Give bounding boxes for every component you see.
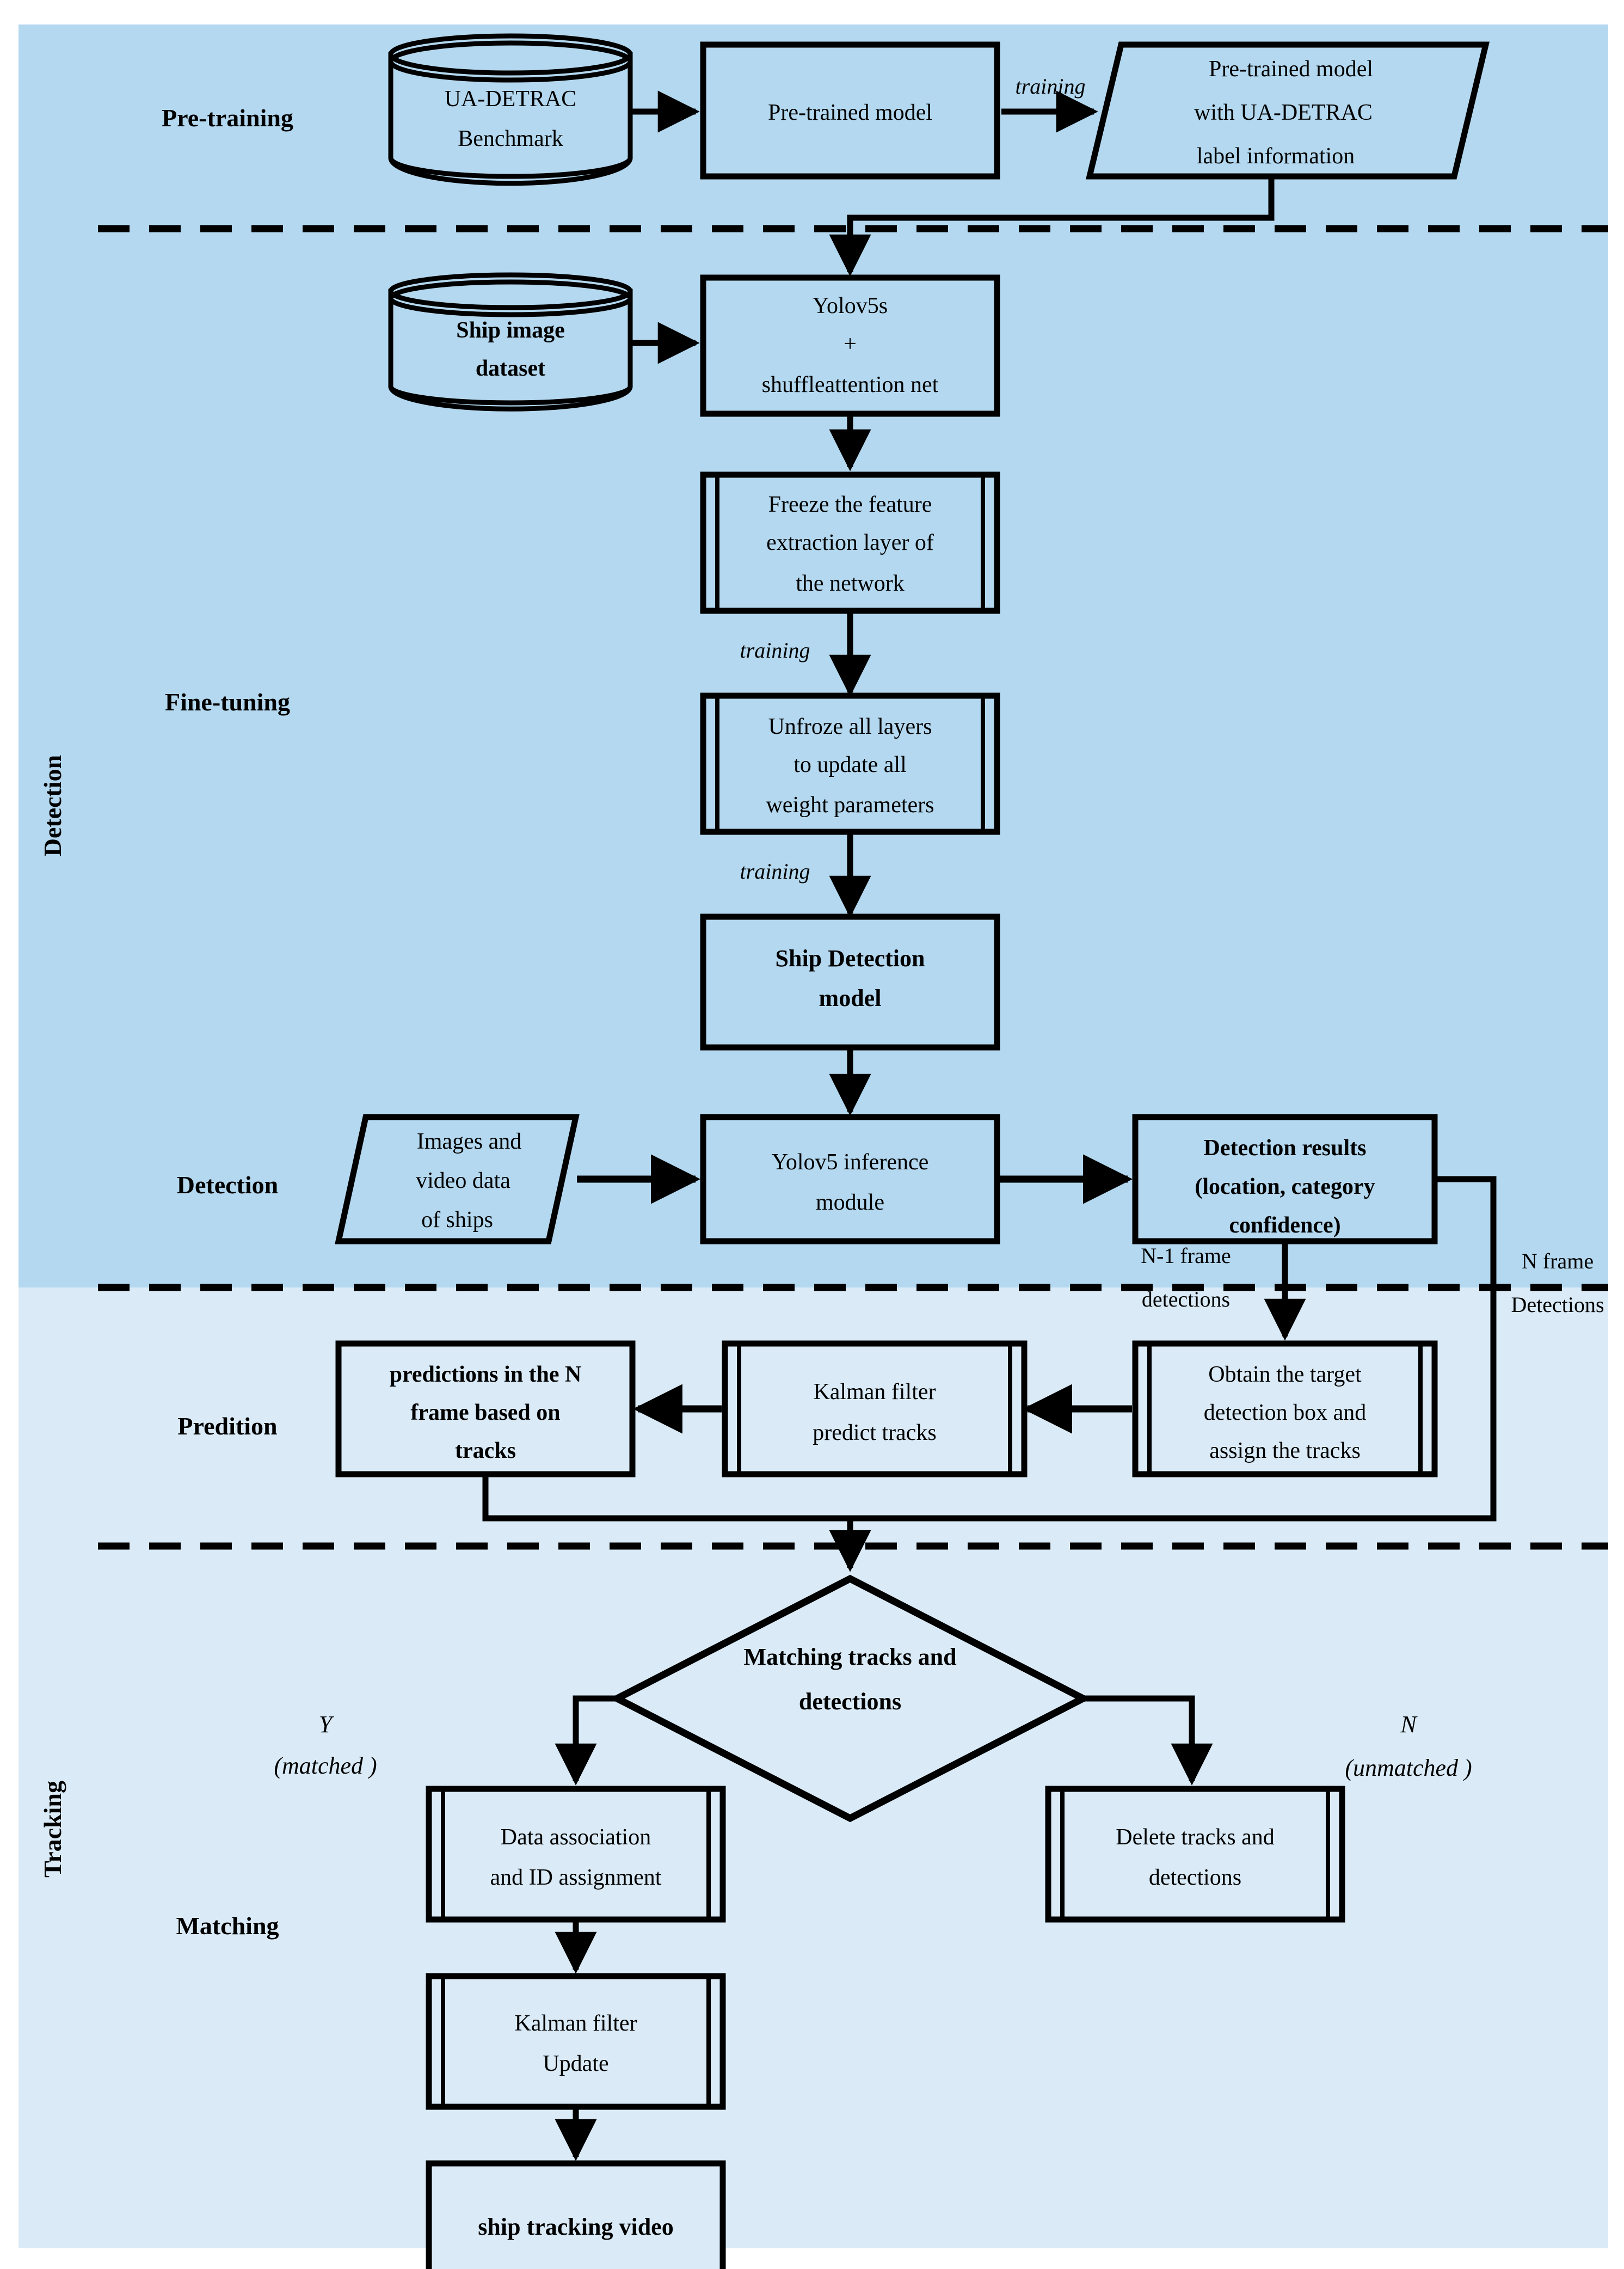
detection-panel (19, 24, 1608, 1287)
node-images-video-of-ships: Images and video data of ships (335, 1114, 580, 1244)
yolov5s-line2: + (844, 332, 857, 357)
node-ship-image-dataset: Ship image dataset (388, 272, 633, 412)
node-pretrained-with-labels: Pre-trained model with UA-DETRAC label i… (1086, 41, 1490, 180)
edge-label-training-2: training (740, 638, 810, 663)
ua-detrac-line2: Benchmark (458, 126, 563, 151)
node-freeze-feature-layer: Freeze the feature extraction layer of t… (700, 471, 1000, 614)
ship-detection-model-line1: Ship Detection (776, 945, 925, 972)
edge-label-n-1-frame: N-1 frame (1141, 1243, 1231, 1268)
freeze-line3: the network (796, 571, 904, 596)
ship-tracking-video-label: ship tracking video (478, 2213, 673, 2240)
detection-results-line1: Detection results (1204, 1136, 1367, 1161)
kalman-update-line1: Kalman filter (514, 2011, 637, 2036)
yolov5s-line1: Yolov5s (813, 293, 888, 318)
stage-label-prediction: Predition (177, 1412, 277, 1440)
unfroze-line2: to update all (793, 752, 907, 777)
side-label-tracking: Tracking (39, 1781, 66, 1878)
kalman-update-line2: Update (543, 2051, 608, 2076)
edge-label-n-1-detections: detections (1142, 1287, 1230, 1311)
side-label-detection: Detection (39, 755, 66, 856)
edge-label-y: Y (319, 1711, 335, 1738)
freeze-line1: Freeze the feature (768, 492, 932, 517)
images-video-line1: Images and (417, 1129, 521, 1154)
node-unfroze-all-layers: Unfroze all layers to update all weight … (700, 692, 1000, 835)
node-yolov5-inference-module: Yolov5 inference module (700, 1114, 1000, 1244)
node-yolov5s-shuffleattention: Yolov5s + shuffleattention net (700, 274, 1000, 417)
inference-line2: module (816, 1190, 884, 1215)
node-ship-detection-model: Ship Detection model (700, 913, 1000, 1051)
node-ship-tracking-video: ship tracking video (426, 2160, 726, 2269)
node-detection-results: Detection results (location, category co… (1132, 1114, 1438, 1244)
node-kalman-filter-update: Kalman filter Update (426, 1973, 726, 2110)
obtain-box-line2: detection box and (1204, 1400, 1367, 1425)
freeze-line2: extraction layer of (766, 530, 934, 555)
node-data-association: Data association and ID assignment (426, 1786, 726, 1923)
ship-dataset-line2: dataset (476, 356, 545, 381)
stage-label-detection-stage: Detection (177, 1171, 278, 1199)
delete-tracks-line2: detections (1149, 1865, 1241, 1890)
unfroze-line3: weight parameters (766, 793, 934, 818)
edge-labeled-to-yolov5s (829, 176, 1275, 277)
obtain-box-line3: assign the tracks (1209, 1438, 1361, 1463)
edge-label-n: N (1400, 1711, 1418, 1738)
node-predictions-n-frame: predictions in the N frame based on trac… (335, 1340, 636, 1477)
unfroze-line1: Unfroze all layers (768, 714, 932, 739)
edge-label-training-3: training (740, 859, 810, 884)
detection-results-line3: confidence) (1229, 1213, 1340, 1238)
stage-label-fine-tuning: Fine-tuning (165, 688, 290, 716)
node-pre-trained-model: Pre-trained model (700, 41, 1000, 180)
stage-label-pre-training: Pre-training (162, 104, 293, 132)
predictions-line1: predictions in the N (390, 1362, 582, 1387)
images-video-line2: video data (416, 1168, 510, 1193)
edge-label-matched: (matched ) (274, 1752, 377, 1779)
stage-label-matching: Matching (176, 1912, 279, 1940)
detection-results-line2: (location, category (1195, 1174, 1375, 1199)
delete-tracks-line1: Delete tracks and (1116, 1825, 1275, 1850)
obtain-box-line1: Obtain the target (1208, 1362, 1362, 1387)
kalman-predict-line2: predict tracks (813, 1420, 936, 1445)
data-association-line2: and ID assignment (490, 1865, 662, 1890)
predictions-line3: tracks (455, 1438, 516, 1463)
edge-label-unmatched: (unmatched ) (1345, 1755, 1472, 1781)
node-delete-tracks: Delete tracks and detections (1045, 1786, 1345, 1923)
kalman-predict-line1: Kalman filter (813, 1379, 936, 1405)
pretrained-labeled-line1: Pre-trained model (1209, 57, 1373, 82)
pretrained-labeled-line2: with UA-DETRAC (1194, 100, 1373, 125)
edge-predictions-to-diamond (482, 1475, 850, 1522)
edge-matching-yes (555, 1695, 617, 1786)
node-kalman-filter-predict: Kalman filter predict tracks (722, 1340, 1028, 1477)
edge-label-training-1: training (1016, 74, 1086, 99)
yolov5s-line3: shuffleattention net (762, 372, 939, 397)
matching-diamond-line2: detections (799, 1688, 901, 1715)
edge-results-n-frame-to-diamond (829, 1176, 1497, 1572)
node-obtain-detection-box: Obtain the target detection box and assi… (1132, 1340, 1438, 1477)
ua-detrac-line1: UA-DETRAC (445, 87, 577, 112)
data-association-line1: Data association (501, 1825, 651, 1850)
edge-label-n-frame: N frame (1522, 1249, 1594, 1273)
edge-matching-no (1083, 1695, 1213, 1786)
pre-trained-model-label: Pre-trained model (768, 100, 932, 125)
ship-dataset-line1: Ship image (456, 318, 565, 343)
images-video-line3: of ships (421, 1207, 493, 1232)
inference-line1: Yolov5 inference (772, 1150, 929, 1175)
pretrained-labeled-line3: label information (1197, 144, 1355, 169)
node-matching-decision: Matching tracks and detections (609, 1574, 1091, 1823)
predictions-line2: frame based on (410, 1400, 560, 1425)
edge-label-n-detections: Detections (1511, 1292, 1604, 1317)
matching-diamond-line1: Matching tracks and (743, 1644, 956, 1670)
ship-detection-model-line2: model (819, 985, 882, 1011)
node-ua-detrac-database: UA-DETRAC Benchmark (388, 33, 633, 186)
